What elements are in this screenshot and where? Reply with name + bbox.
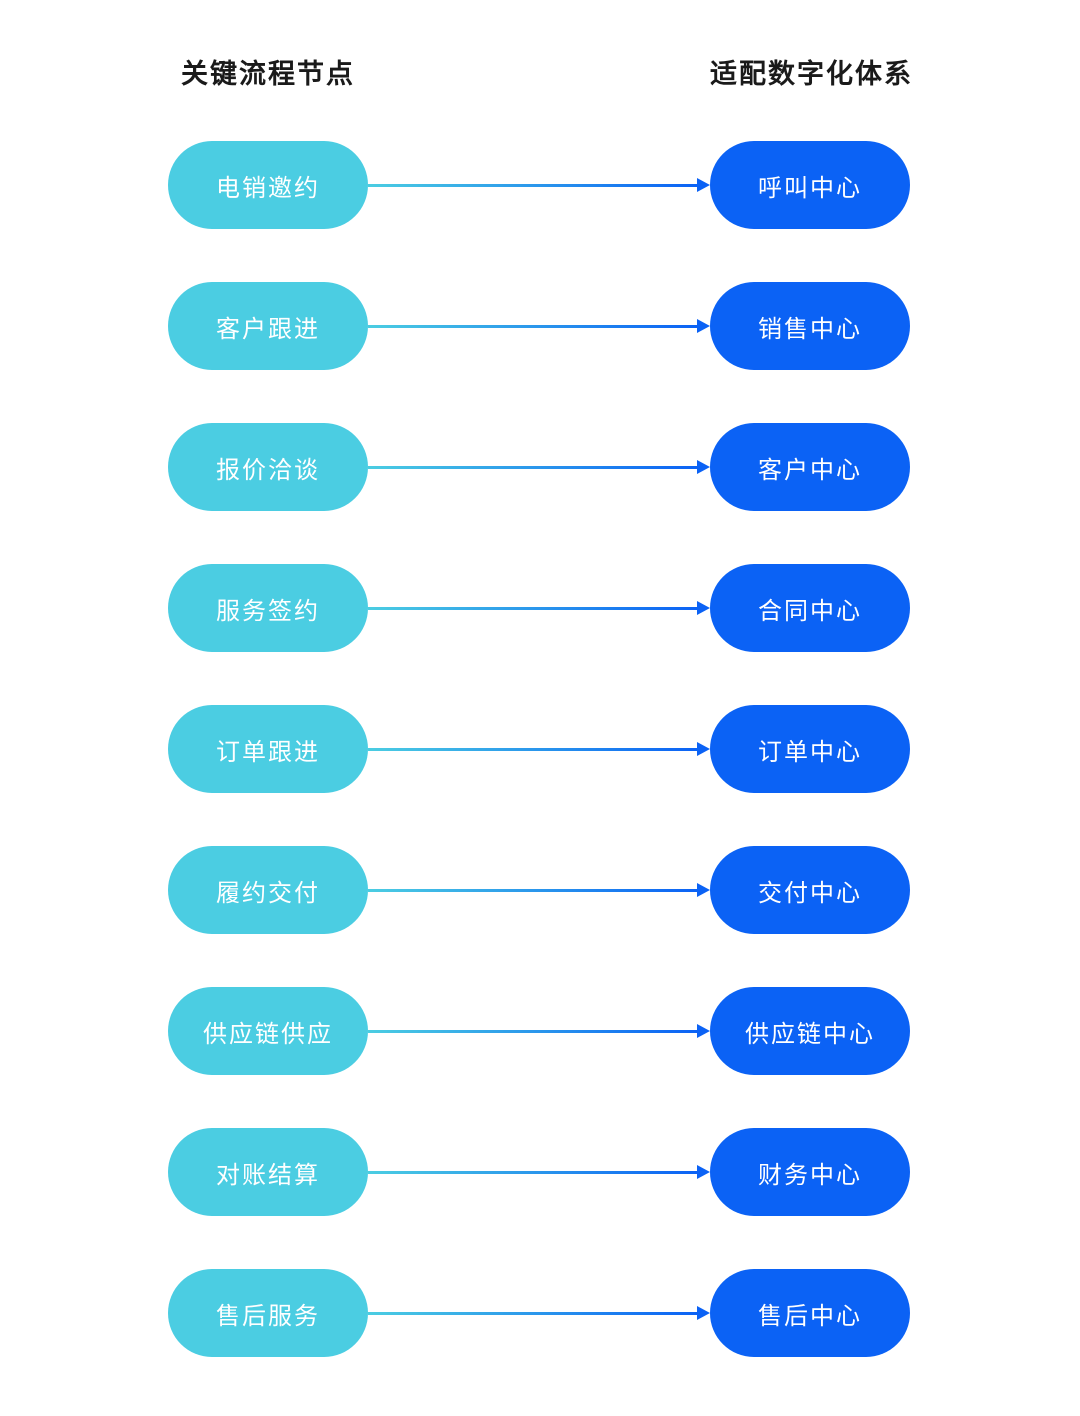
system-node-label: 销售中心 <box>758 315 862 343</box>
system-node-label: 供应链中心 <box>745 1020 875 1048</box>
arrow-connector <box>368 987 710 1075</box>
process-node-label: 供应链供应 <box>203 1020 333 1048</box>
process-node-label: 电销邀约 <box>216 174 320 202</box>
process-node-label: 服务签约 <box>216 597 320 625</box>
arrow-connector <box>368 1128 710 1216</box>
flow-row: 对账结算 财务中心 <box>168 1128 910 1216</box>
system-node: 呼叫中心 <box>710 141 910 229</box>
flow-row: 订单跟进 订单中心 <box>168 705 910 793</box>
system-node: 销售中心 <box>710 282 910 370</box>
system-node-label: 交付中心 <box>758 879 862 907</box>
process-node: 供应链供应 <box>168 987 368 1075</box>
arrow-connector <box>368 846 710 934</box>
process-node: 电销邀约 <box>168 141 368 229</box>
arrow-line <box>368 606 697 610</box>
flow-row: 履约交付 交付中心 <box>168 846 910 934</box>
arrowhead-icon <box>697 1306 710 1320</box>
flow-row: 电销邀约 呼叫中心 <box>168 141 910 229</box>
process-node: 订单跟进 <box>168 705 368 793</box>
arrow-line <box>368 747 697 751</box>
process-node: 对账结算 <box>168 1128 368 1216</box>
process-node: 履约交付 <box>168 846 368 934</box>
process-node: 报价洽谈 <box>168 423 368 511</box>
system-node: 订单中心 <box>710 705 910 793</box>
system-node-label: 订单中心 <box>758 738 862 766</box>
system-node-label: 呼叫中心 <box>758 174 862 202</box>
process-node: 售后服务 <box>168 1269 368 1357</box>
flow-rows: 电销邀约 呼叫中心 客户跟进 销售中心 报价洽谈 <box>0 141 1080 1357</box>
process-node-label: 客户跟进 <box>216 315 320 343</box>
arrow-connector <box>368 423 710 511</box>
arrow-connector <box>368 564 710 652</box>
system-node: 交付中心 <box>710 846 910 934</box>
arrow-connector <box>368 1269 710 1357</box>
arrowhead-icon <box>697 460 710 474</box>
process-node: 服务签约 <box>168 564 368 652</box>
process-node-label: 对账结算 <box>216 1161 320 1189</box>
system-node-label: 合同中心 <box>758 597 862 625</box>
arrowhead-icon <box>697 1024 710 1038</box>
column-headers: 关键流程节点 适配数字化体系 <box>0 0 1080 91</box>
process-node: 客户跟进 <box>168 282 368 370</box>
arrow-line <box>368 888 697 892</box>
arrowhead-icon <box>697 883 710 897</box>
arrow-line <box>368 183 697 187</box>
arrowhead-icon <box>697 178 710 192</box>
process-node-label: 售后服务 <box>216 1302 320 1330</box>
system-node: 财务中心 <box>710 1128 910 1216</box>
arrow-line <box>368 1170 697 1174</box>
flow-row: 售后服务 售后中心 <box>168 1269 910 1357</box>
flow-row: 客户跟进 销售中心 <box>168 282 910 370</box>
arrowhead-icon <box>697 601 710 615</box>
arrow-connector <box>368 705 710 793</box>
arrowhead-icon <box>697 742 710 756</box>
flow-row: 报价洽谈 客户中心 <box>168 423 910 511</box>
arrow-line <box>368 1311 697 1315</box>
process-node-label: 订单跟进 <box>216 738 320 766</box>
system-node-label: 财务中心 <box>758 1161 862 1189</box>
system-node: 客户中心 <box>710 423 910 511</box>
flow-row: 供应链供应 供应链中心 <box>168 987 910 1075</box>
arrow-line <box>368 1029 697 1033</box>
arrow-line <box>368 465 697 469</box>
process-node-label: 履约交付 <box>216 879 320 907</box>
flow-row: 服务签约 合同中心 <box>168 564 910 652</box>
arrow-connector <box>368 282 710 370</box>
arrowhead-icon <box>697 319 710 333</box>
system-node-label: 售后中心 <box>758 1302 862 1330</box>
system-node: 供应链中心 <box>710 987 910 1075</box>
arrowhead-icon <box>697 1165 710 1179</box>
system-node: 合同中心 <box>710 564 910 652</box>
system-node: 售后中心 <box>710 1269 910 1357</box>
process-node-label: 报价洽谈 <box>216 456 320 484</box>
right-column-header: 适配数字化体系 <box>710 59 913 89</box>
arrow-line <box>368 324 697 328</box>
left-column-header: 关键流程节点 <box>181 59 355 89</box>
system-node-label: 客户中心 <box>758 456 862 484</box>
arrow-connector <box>368 141 710 229</box>
